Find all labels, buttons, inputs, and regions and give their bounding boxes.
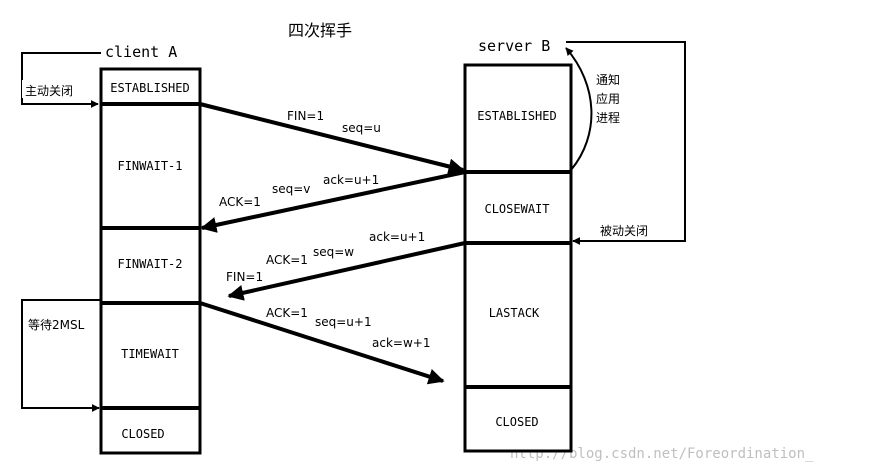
wait-2msl-arrow — [21, 299, 101, 412]
ack-flag: ACK=1 — [219, 195, 261, 209]
fin-arrow — [199, 102, 465, 175]
label-backdrop — [24, 314, 92, 332]
fin-flag: FIN=1 — [287, 109, 324, 123]
client-state-timewait: TIMEWAIT — [121, 347, 179, 361]
client-column-frame — [99, 67, 202, 455]
diagram-title: 四次挥手 — [288, 21, 352, 40]
passive-close-loop: 被动关闭 — [566, 41, 686, 245]
ack-arrow — [200, 170, 466, 233]
final-ack-arrow — [199, 301, 445, 385]
notify-app-line: 通知 — [596, 73, 620, 87]
server-state-closed: CLOSED — [495, 415, 538, 429]
final-ack-ack: ack=w+1 — [372, 336, 430, 350]
passive-close-label: 被动关闭 — [600, 224, 648, 238]
client-label: client A — [105, 43, 177, 61]
final-ack-seq: seq=u+1 — [315, 315, 372, 329]
fin-ack-ack: ack=u+1 — [369, 230, 425, 244]
server-state-lastack: LASTACK — [489, 306, 540, 320]
message-ack: seq=v ack=u+1 ACK=1 — [200, 170, 466, 233]
message-fin-ack: ACK=1 seq=w ack=u+1 FIN=1 — [226, 230, 466, 301]
server-state-closewait: CLOSEWAIT — [484, 202, 549, 216]
watermark: http://blog.csdn.net/Foreordination_ — [510, 446, 814, 462]
client-column: ESTABLISHED FINWAIT-1 FINWAIT-2 TIMEWAIT… — [99, 67, 202, 455]
active-close-label: 主动关闭 — [25, 84, 73, 98]
client-state-closed: CLOSED — [121, 427, 164, 441]
notify-app-line: 进程 — [596, 110, 620, 125]
final-ack-flag: ACK=1 — [266, 306, 308, 320]
server-state-established: ESTABLISHED — [477, 109, 556, 123]
fin-ack-arrow — [227, 241, 466, 301]
notify-app-line: 应用 — [596, 91, 620, 106]
fin-seq: seq=u — [342, 121, 381, 135]
ack-seq: seq=v — [272, 182, 310, 196]
message-fin: FIN=1 seq=u — [199, 102, 465, 175]
wait-2msl-label: 等待2MSL — [28, 318, 85, 332]
label-backdrop — [22, 80, 88, 98]
client-state-established: ESTABLISHED — [110, 81, 189, 95]
passive-close-arrow — [566, 41, 686, 245]
notify-app-curve: 通知 应用 进程 — [565, 47, 620, 171]
server-label: server B — [478, 37, 550, 55]
ack-ack: ack=u+1 — [323, 173, 379, 187]
active-close-loop: 主动关闭 — [21, 52, 101, 108]
fin-ack-ack-flag: ACK=1 — [266, 253, 308, 267]
fin-ack-fin-flag: FIN=1 — [226, 270, 263, 284]
message-final-ack: ACK=1 seq=u+1 ack=w+1 — [199, 301, 445, 385]
notify-app-arrow — [565, 47, 593, 171]
server-column: ESTABLISHED CLOSEWAIT LASTACK CLOSED — [463, 63, 573, 453]
client-state-finwait1: FINWAIT-1 — [117, 159, 182, 173]
active-close-arrow — [21, 52, 101, 108]
fin-ack-seq: seq=w — [313, 245, 354, 259]
client-state-finwait2: FINWAIT-2 — [117, 257, 182, 271]
wait-2msl-loop: 等待2MSL — [21, 299, 101, 412]
